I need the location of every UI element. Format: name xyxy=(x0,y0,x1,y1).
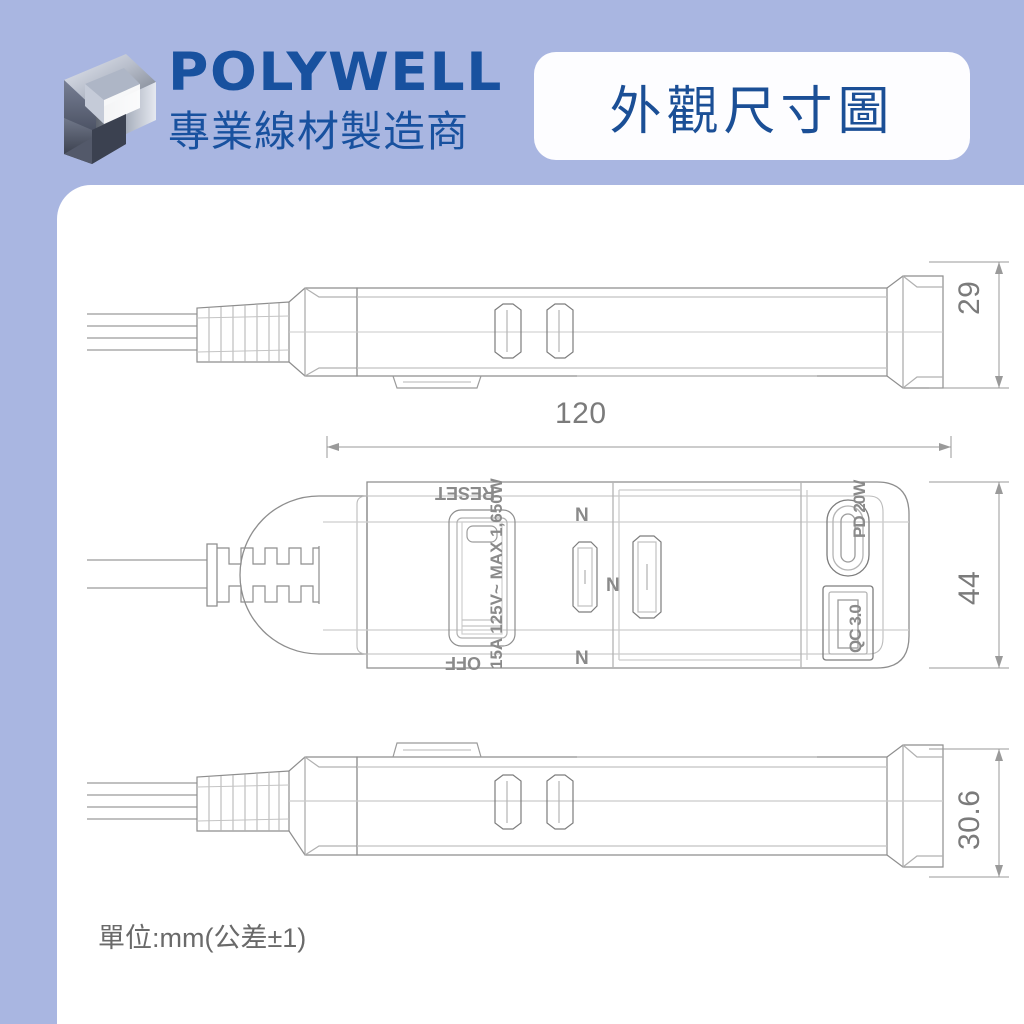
silk-neutral-top: N xyxy=(575,505,589,526)
silk-off: OFF xyxy=(445,653,481,673)
dimension-120-label: 120 xyxy=(555,397,607,430)
page-title-card: 外觀尺寸圖 xyxy=(534,52,970,160)
dimension-120 xyxy=(319,430,959,460)
dimension-29-label: 29 xyxy=(953,280,986,315)
drawing-panel: 29 120 xyxy=(57,185,1024,1024)
silk-rating: 15A 125V~ MAX 1,650W xyxy=(487,478,506,669)
dimension-44-label: 44 xyxy=(953,570,986,605)
front-view xyxy=(57,460,957,695)
silk-neutral-bottom: N xyxy=(575,648,589,669)
brand-block: POLYWELL 專業線材製造商 xyxy=(168,46,501,155)
silk-neutral-mid: N xyxy=(606,575,620,596)
page-header: POLYWELL 專業線材製造商 外觀尺寸圖 xyxy=(0,0,1024,186)
unit-note: 單位:mm(公差±1) xyxy=(98,923,307,953)
polywell-p-logo-icon xyxy=(52,50,164,168)
dimension-30-6 xyxy=(917,725,1024,905)
silk-reset: RESET xyxy=(434,483,495,503)
silk-usb-a-label: QC 3.0 xyxy=(846,605,865,653)
dimension-29 xyxy=(917,240,1024,420)
dimension-30-6-label: 30.6 xyxy=(953,789,986,850)
page-title: 外觀尺寸圖 xyxy=(609,82,895,141)
dimension-44 xyxy=(917,460,1024,695)
brand-tagline: 專業線材製造商 xyxy=(168,108,470,155)
bottom-view xyxy=(57,725,957,905)
top-view xyxy=(57,240,957,420)
silk-usb-c-label: PD 20W xyxy=(850,480,869,538)
brand-wordmark: POLYWELL xyxy=(168,42,503,103)
